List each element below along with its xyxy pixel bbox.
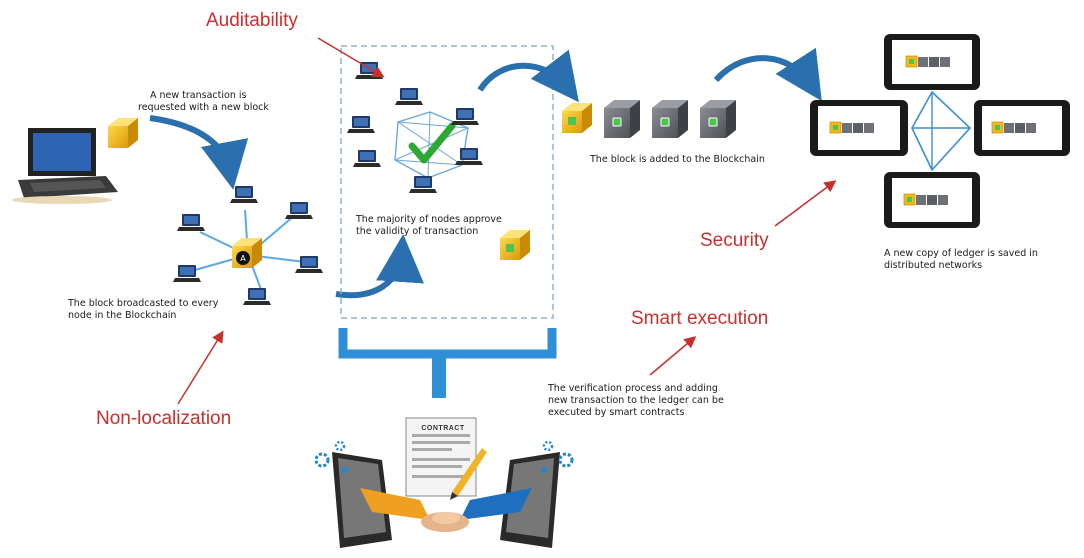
caption-line: requested with a new block — [138, 102, 269, 113]
smartphone-icon — [884, 34, 980, 90]
caption-verification: The verification process and adding new … — [548, 383, 724, 419]
smartphone-icon — [810, 100, 908, 156]
caption-approve: The majority of nodes approve the validi… — [356, 214, 502, 238]
contract-title: CONTRACT — [421, 425, 465, 432]
svg-text:A: A — [240, 254, 246, 263]
caption-line: A new copy of ledger is saved in — [884, 248, 1038, 259]
broadcast-network: A — [173, 186, 323, 305]
caption-ledger: A new copy of ledger is saved in distrib… — [884, 248, 1038, 272]
gear-icon — [314, 440, 348, 473]
caption-new-transaction: A new transaction is requested with a ne… — [138, 90, 269, 114]
bracket — [338, 328, 557, 359]
flow-arrow-4 — [713, 47, 822, 102]
label-non-localization: Non-localization — [96, 408, 232, 429]
smart-execution-arrow — [649, 336, 697, 376]
handshake-icon — [332, 452, 560, 548]
caption-added: The block is added to the Blockchain — [590, 154, 765, 166]
caption-line: A new transaction is — [150, 90, 247, 101]
verification-box — [340, 45, 554, 319]
caption-line: The block broadcasted to every — [68, 298, 219, 309]
approved-block-icon — [500, 230, 530, 260]
flow-arrow-3 — [477, 49, 579, 103]
caption-broadcast: The block broadcasted to every node in t… — [68, 298, 218, 322]
contract-icon — [405, 417, 487, 500]
security-arrow — [774, 180, 837, 227]
caption-line: executed by smart contracts — [548, 407, 685, 418]
caption-line: The block is added to the Blockchain — [590, 154, 765, 165]
non-localization-arrow — [177, 330, 224, 405]
blockchain-icon — [562, 99, 737, 139]
caption-line: the validity of transaction — [356, 226, 479, 237]
caption-line: distributed networks — [884, 260, 983, 271]
laptop-icon — [12, 128, 118, 204]
caption-line: The majority of nodes approve — [356, 214, 502, 225]
smartphone-icon — [974, 100, 1070, 156]
flow-arrow-2 — [335, 234, 424, 299]
flow-arrow-1 — [149, 115, 249, 190]
ledger-network — [911, 90, 972, 172]
caption-line: new transaction to the ledger can be — [548, 395, 724, 406]
auditability-arrow — [317, 37, 385, 78]
gold-block-icon — [108, 118, 138, 148]
label-security: Security — [700, 230, 769, 251]
label-smart-execution: Smart execution — [631, 308, 769, 329]
bracket-stem — [432, 354, 446, 398]
caption-line: node in the Blockchain — [68, 310, 177, 321]
checkmark-icon — [408, 122, 456, 164]
smartphone-icon — [884, 172, 980, 228]
label-auditability: Auditability — [206, 10, 298, 31]
caption-line: The verification process and adding — [548, 383, 718, 394]
broadcast-icon — [236, 251, 250, 265]
gear-icon — [541, 440, 574, 473]
validation-network — [347, 62, 483, 193]
